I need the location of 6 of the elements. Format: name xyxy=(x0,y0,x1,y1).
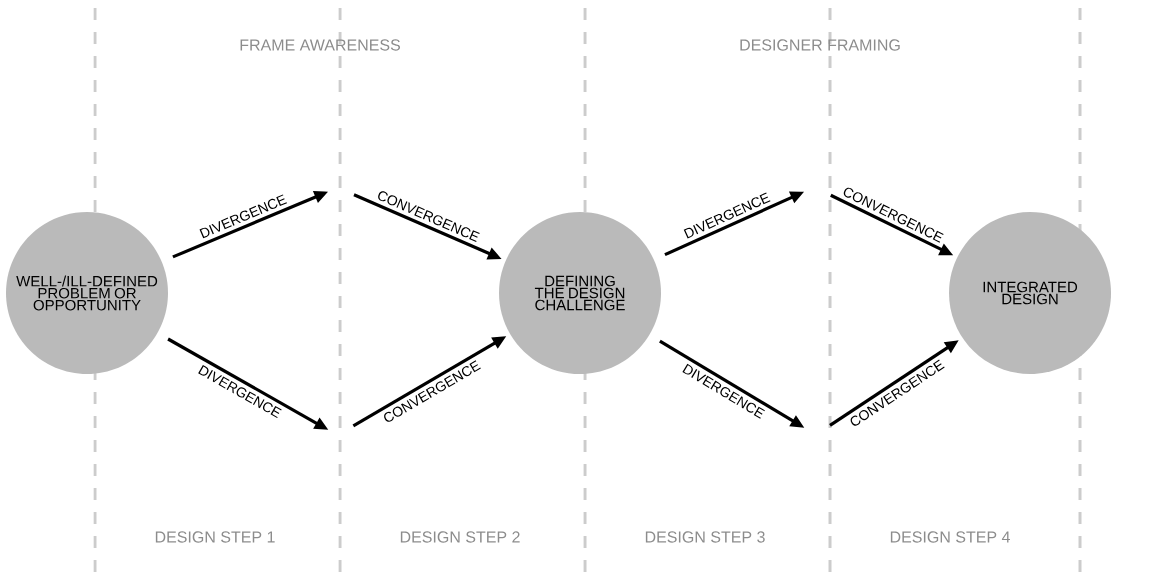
section-label: DESIGN STEP 1 xyxy=(155,531,275,543)
section-label: DESIGN STEP 3 xyxy=(645,531,765,543)
section-label: DESIGNER FRAMING xyxy=(740,39,900,51)
section-label: DESIGN STEP 4 xyxy=(890,531,1010,543)
section-label: FRAME AWARENESS xyxy=(240,39,401,51)
section-label: DESIGN STEP 2 xyxy=(400,531,520,543)
